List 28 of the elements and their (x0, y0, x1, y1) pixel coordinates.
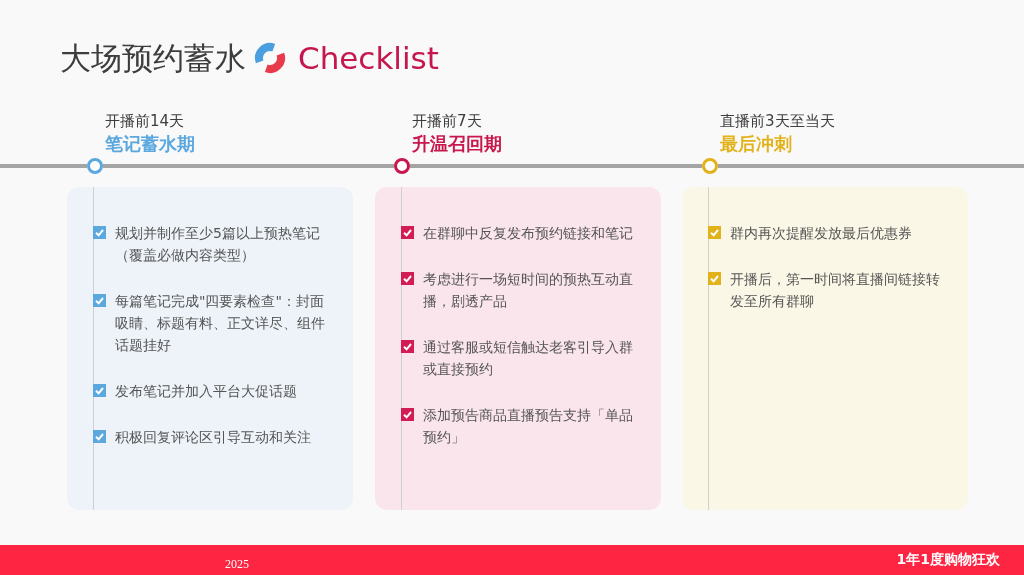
year-text: 2025 (225, 556, 249, 572)
checklist-item: 积极回复评论区引导互动和关注 (115, 428, 312, 447)
timeline-line (718, 164, 1024, 168)
checklist-item: 每篇笔记完成"四要素检查"：封面吸睛、标题有料、正文详尽、组件话题挂好 (115, 292, 326, 355)
phase-name: 升温召回期 (412, 132, 502, 156)
checklist-card (682, 187, 968, 510)
timeline-line (0, 164, 87, 168)
checklist-item: 在群聊中反复发布预约链接和笔记 (423, 224, 634, 243)
footer-band (0, 545, 1024, 575)
checklist-card (67, 187, 353, 510)
phase-name: 最后冲刺 (720, 132, 792, 156)
timeline-line (410, 164, 702, 168)
checklist-item: 开播后，第一时间将直播间链接转发至所有群聊 (730, 270, 941, 311)
page-title: 大场预约蓄水 (60, 39, 246, 78)
phase-date: 开播前14天 (105, 111, 185, 131)
checklist-item: 考虑进行一场短时间的预热互动直播，剧透产品 (423, 270, 634, 311)
checklist-card (375, 187, 661, 510)
phase-date: 直播前3天至当天 (720, 111, 835, 131)
heading-word: Checklist (298, 39, 439, 78)
checklist-item: 发布笔记并加入平台大促话题 (115, 382, 298, 401)
checklist-item: 通过客服或短信触达老客引导入群或直接预约 (423, 338, 634, 379)
phase-date: 开播前7天 (412, 111, 482, 131)
slogan-text: 1年1度购物狂欢 (896, 550, 1000, 568)
phase-name: 笔记蓄水期 (105, 132, 195, 156)
checklist-item: 群内再次提醒发放最后优惠券 (730, 224, 913, 243)
checklist-item: 规划并制作至少5篇以上预热笔记（覆盖必做内容类型） (115, 224, 321, 265)
timeline-line (103, 164, 394, 168)
checklist-item: 添加预告商品直播预告支持「单品预约」 (423, 406, 634, 447)
